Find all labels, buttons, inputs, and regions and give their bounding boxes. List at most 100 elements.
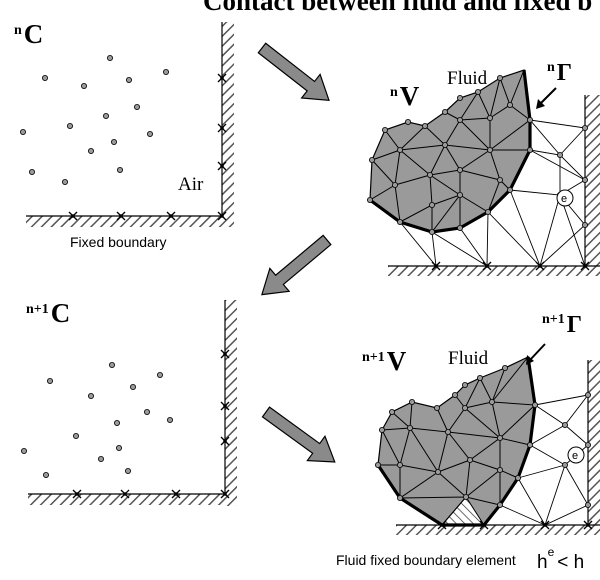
- element-circle: [556, 189, 574, 207]
- node-dot: [162, 69, 169, 76]
- node-dot: [107, 55, 114, 62]
- boundary-node-marker: [220, 401, 230, 411]
- particles: [20, 361, 173, 478]
- node-dot: [456, 95, 463, 102]
- particles: [19, 55, 169, 185]
- node-dot: [461, 381, 468, 388]
- boundary-node-marker: [479, 520, 489, 530]
- boundary-node-marker: [68, 211, 78, 221]
- element-label: e: [572, 450, 578, 462]
- boundary-nodes: [72, 349, 230, 499]
- boundary-node-marker: [220, 436, 230, 446]
- node-dot: [582, 176, 589, 183]
- floor-hatch: [26, 216, 234, 227]
- node-dot: [406, 424, 413, 431]
- boundary-node-marker: [583, 520, 593, 530]
- node-dot: [81, 83, 88, 90]
- boundary-node-marker: [120, 489, 130, 499]
- node-dot: [404, 119, 411, 126]
- node-dot: [374, 461, 381, 468]
- node-dot: [434, 468, 441, 475]
- transition-arrows: [257, 42, 336, 463]
- node-dot: [109, 361, 116, 368]
- node-dot: [396, 146, 403, 153]
- label-fluid: Fluid: [447, 68, 488, 89]
- node-dot: [47, 377, 54, 384]
- node-dot: [428, 228, 435, 235]
- node-dot: [515, 474, 522, 481]
- arrow-cloud-to-mesh: [257, 42, 330, 102]
- node-dot: [486, 146, 493, 153]
- node-dot: [62, 178, 69, 185]
- superscript: n: [14, 23, 22, 38]
- node-dot: [496, 176, 503, 183]
- node-dot: [421, 123, 428, 130]
- node-dot: [42, 75, 49, 82]
- node-dot: [562, 421, 569, 428]
- gamma-superscript: n+1: [542, 312, 565, 327]
- boundary-node-marker: [437, 520, 447, 530]
- node-dot: [43, 471, 50, 478]
- h-e-symbol: he< h: [537, 545, 584, 573]
- boundary-node-marker: [217, 161, 227, 171]
- arrow-mesh-to-next-cloud: [261, 234, 332, 296]
- boundary-node-marker: [217, 73, 227, 83]
- wall-hatch: [222, 22, 234, 227]
- node-dot: [462, 493, 469, 500]
- node-dot: [527, 117, 534, 124]
- node-dot: [585, 391, 592, 398]
- boundary-nodes: [437, 520, 593, 530]
- boundary-node-marker: [431, 261, 441, 271]
- node-dot: [496, 75, 503, 82]
- node-dot: [156, 371, 163, 378]
- node-dot: [98, 455, 105, 462]
- h-symbol: h: [537, 552, 548, 573]
- panel-label: n+1C: [26, 298, 70, 328]
- boundary-node-marker: [166, 211, 176, 221]
- mesh-nodes: [374, 364, 592, 508]
- node-dot: [451, 391, 458, 398]
- node-dot: [408, 398, 415, 405]
- node-dot: [396, 494, 403, 501]
- caption-text: Fluid fixed boundary element: [336, 552, 516, 568]
- relation: < h: [557, 552, 584, 573]
- boundary-node-marker: [217, 123, 227, 133]
- node-dot: [501, 364, 508, 371]
- superscript: n+1: [26, 302, 49, 317]
- node-dot: [388, 408, 395, 415]
- node-dot: [381, 127, 388, 134]
- node-dot: [428, 201, 435, 208]
- gamma-symbol: Γ: [567, 312, 582, 338]
- node-dot: [368, 156, 375, 163]
- mesh-nodes: [366, 75, 589, 235]
- node-dot: [19, 128, 26, 135]
- node-dot: [496, 434, 503, 441]
- panel-n-cloud: nC Air Fixed boundary: [14, 19, 234, 250]
- symbol: V: [400, 81, 420, 111]
- node-dot: [125, 467, 132, 474]
- panel-label: n+1V: [362, 346, 407, 376]
- superscript: n+1: [362, 350, 385, 365]
- node-dot: [444, 428, 451, 435]
- gamma-symbol: Γ: [557, 60, 572, 86]
- bottom-caption: Fluid fixed boundary element he< h: [336, 545, 584, 573]
- caption-fixed-boundary: Fixed boundary: [70, 234, 167, 250]
- node-dot: [582, 221, 589, 228]
- label-air: Air: [178, 174, 204, 195]
- node-dot: [20, 447, 27, 454]
- gamma-pointer-head: [536, 99, 545, 109]
- boundary-node-marker: [580, 261, 590, 271]
- node-dot: [133, 104, 140, 111]
- h-superscript: e: [548, 545, 555, 559]
- node-dot: [456, 191, 463, 198]
- node-dot: [476, 374, 483, 381]
- node-dot: [506, 102, 513, 109]
- node-dot: [111, 138, 118, 145]
- node-dot: [114, 419, 121, 426]
- node-dot: [116, 444, 123, 451]
- node-dot: [456, 224, 463, 231]
- node-dot: [103, 113, 110, 120]
- panel-label: nV: [390, 81, 420, 111]
- node-dot: [28, 168, 35, 175]
